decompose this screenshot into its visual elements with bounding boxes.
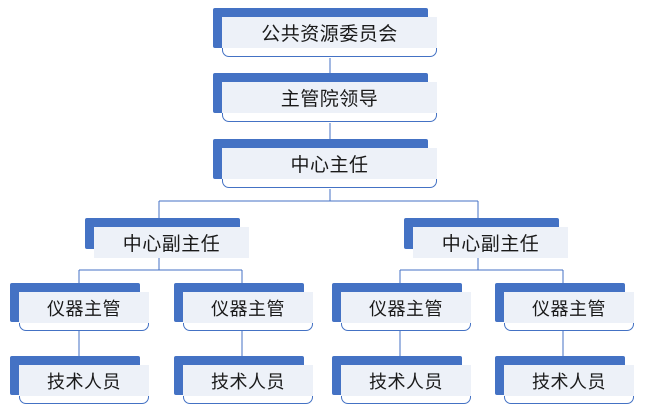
node-label: 中心副主任 bbox=[441, 234, 540, 255]
node-band bbox=[19, 292, 149, 323]
node-label: 技术人员 bbox=[47, 371, 121, 392]
node-band bbox=[19, 365, 149, 396]
node-label: 仪器主管 bbox=[211, 298, 285, 319]
node-label: 技术人员 bbox=[211, 371, 285, 392]
node-instrument-supervisor-1[interactable]: 仪器主管 bbox=[10, 283, 149, 331]
node-band bbox=[222, 82, 437, 113]
node-band bbox=[341, 365, 471, 396]
node-band bbox=[183, 292, 313, 323]
node-institute-leader[interactable]: 主管院领导 bbox=[213, 73, 437, 122]
node-band bbox=[94, 227, 249, 258]
node-center-director[interactable]: 中心主任 bbox=[213, 139, 437, 188]
node-technician-4[interactable]: 技术人员 bbox=[495, 356, 634, 404]
node-deputy-director-right[interactable]: 中心副主任 bbox=[404, 218, 568, 258]
node-technician-2[interactable]: 技术人员 bbox=[174, 356, 313, 404]
node-band bbox=[222, 148, 437, 179]
node-band bbox=[413, 227, 568, 258]
node-technician-3[interactable]: 技术人员 bbox=[332, 356, 471, 404]
node-instrument-supervisor-3[interactable]: 仪器主管 bbox=[332, 283, 471, 331]
node-label: 公共资源委员会 bbox=[261, 24, 398, 45]
node-label: 技术人员 bbox=[532, 371, 606, 392]
node-band bbox=[341, 292, 471, 323]
node-instrument-supervisor-4[interactable]: 仪器主管 bbox=[495, 283, 634, 331]
node-label: 技术人员 bbox=[369, 371, 443, 392]
node-label: 中心主任 bbox=[290, 155, 369, 176]
node-label: 仪器主管 bbox=[369, 298, 443, 319]
node-deputy-director-left[interactable]: 中心副主任 bbox=[85, 218, 249, 258]
node-label: 仪器主管 bbox=[47, 298, 121, 319]
node-band bbox=[504, 365, 634, 396]
node-band bbox=[504, 292, 634, 323]
node-label: 主管院领导 bbox=[280, 89, 379, 110]
node-technician-1[interactable]: 技术人员 bbox=[10, 356, 149, 404]
node-label: 中心副主任 bbox=[122, 234, 221, 255]
node-committee[interactable]: 公共资源委员会 bbox=[213, 8, 437, 57]
node-label: 仪器主管 bbox=[532, 298, 606, 319]
node-band bbox=[222, 17, 437, 48]
node-band bbox=[183, 365, 313, 396]
node-instrument-supervisor-2[interactable]: 仪器主管 bbox=[174, 283, 313, 331]
